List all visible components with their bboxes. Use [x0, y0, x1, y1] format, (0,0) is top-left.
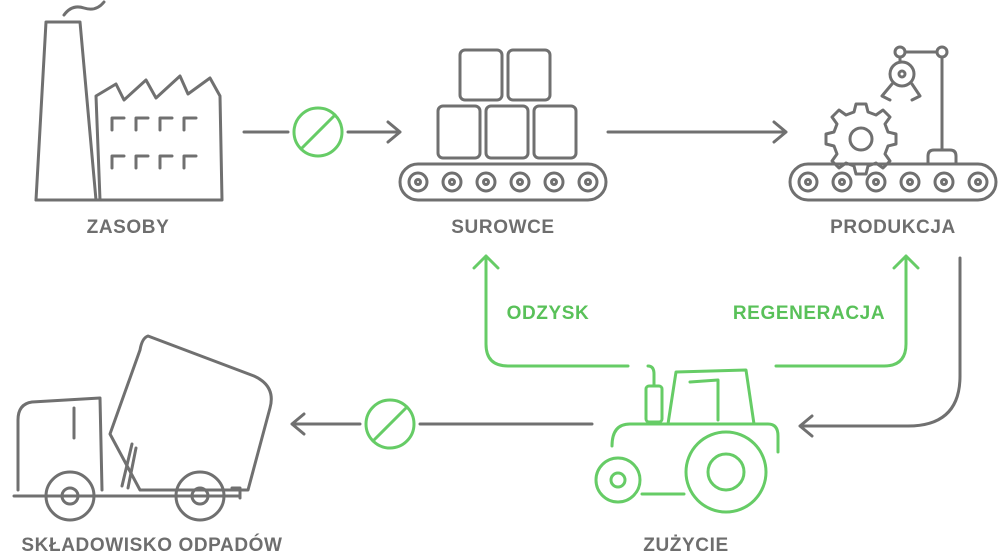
- label-zasoby: ZASOBY: [87, 217, 170, 238]
- prohibited-icon: [292, 106, 344, 158]
- label-surowce: SUROWCE: [451, 217, 554, 238]
- label-regeneracja: REGENERACJA: [733, 303, 885, 324]
- label-odzysk: ODZYSK: [507, 303, 590, 324]
- conveyor-boxes-icon: [398, 48, 608, 202]
- surowce-to-produkcja-arrow: [606, 120, 788, 144]
- robot-arm-gear-icon: [788, 45, 998, 202]
- label-zuzycie: ZUŻYCIE: [643, 535, 728, 556]
- tractor-icon: [594, 364, 780, 514]
- dump-truck-icon: [12, 334, 273, 522]
- zasoby-to-surowce-arrow: [242, 120, 402, 144]
- regeneracja-arrow: [774, 254, 920, 368]
- factory-icon: [34, 0, 224, 202]
- label-produkcja: PRODUKCJA: [830, 217, 956, 238]
- produkcja-to-zuzycie-arrow: [798, 256, 962, 438]
- odzysk-arrow: [472, 254, 630, 368]
- prohibited-icon: [364, 398, 416, 450]
- zuzycie-to-skladowisko-arrow: [290, 412, 594, 436]
- label-skladowisko: SKŁADOWISKO ODPADÓW: [21, 534, 282, 556]
